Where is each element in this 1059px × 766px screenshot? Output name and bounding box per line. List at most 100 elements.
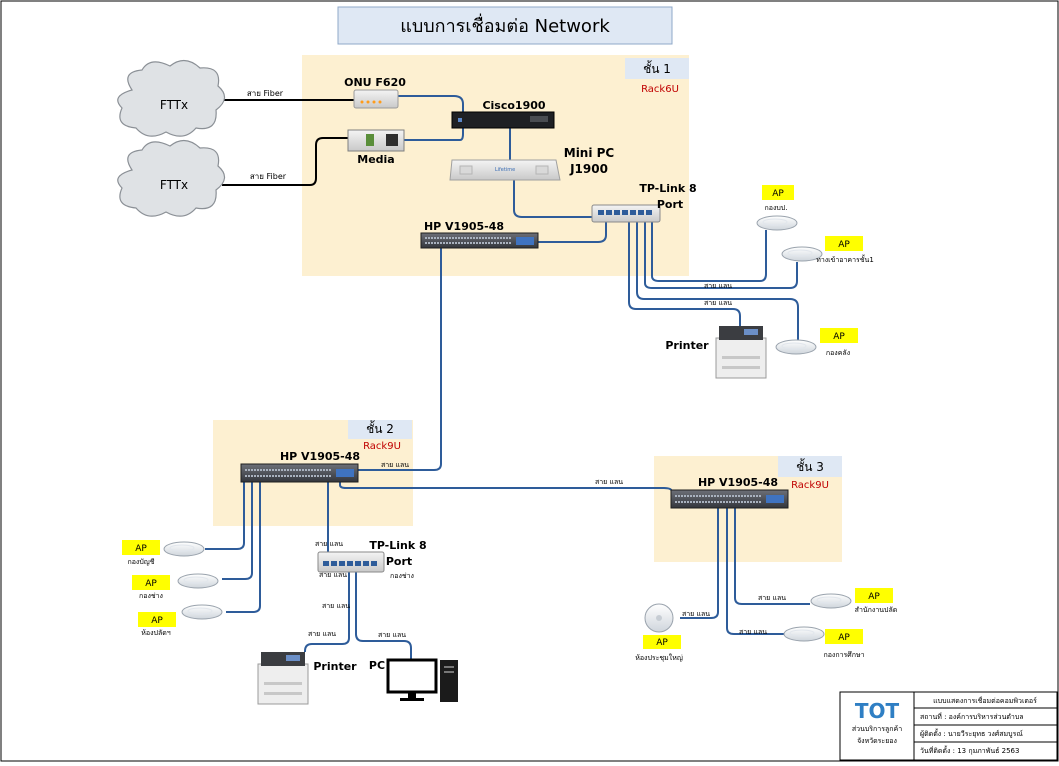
ap-device-a1 — [756, 215, 798, 231]
onu-cisco-cable — [398, 95, 464, 112]
media-cisco-cable — [404, 128, 464, 141]
ap-device-a6 — [181, 604, 223, 620]
lan-label-8: สาย แลน — [308, 630, 336, 638]
minipc-label-1: Mini PC — [564, 146, 615, 160]
info-row-3: ผู้ติดตั้ง : นายวีระยุทธ วงศ์สมบูรณ์ — [920, 727, 1023, 738]
ap-tag-a2-text: AP — [838, 240, 850, 250]
pc-device — [386, 658, 458, 702]
fttx-label-2: FTTx — [160, 178, 188, 192]
floor2-label: ชั้น 2 — [366, 420, 394, 436]
floor1-tag — [625, 58, 689, 79]
lan-label-10: สาย แลน — [682, 610, 710, 618]
info-block: TOT ส่วนบริการลูกค้า จังหวัดระยอง แบบแสด… — [839, 691, 1058, 761]
ap-device-a4 — [163, 541, 205, 557]
company-name-2: จังหวัดระยอง — [857, 737, 897, 745]
lan-label-2: สาย แลน — [704, 299, 732, 307]
mini-pc: Lifetime — [449, 159, 561, 181]
printer-2-label: Printer — [313, 660, 357, 673]
ap-tag-a2 — [825, 236, 863, 251]
svg-text:Lifetime: Lifetime — [495, 167, 515, 173]
fiber-label-1: สาย Fiber — [247, 89, 284, 98]
ap-device-a7 — [644, 603, 674, 633]
ap-tag-a8-text: AP — [868, 592, 880, 602]
hp2-ap-a4-cable — [205, 482, 245, 550]
tplink2-label-2: Port — [386, 555, 412, 568]
floor1-label: ชั้น 1 — [643, 60, 671, 76]
hp1-hp2-cable — [358, 248, 442, 471]
hp1-tplink-cable — [538, 222, 607, 243]
printer-2-device — [257, 651, 309, 705]
hp2-label: HP V1905-48 — [280, 450, 360, 463]
lan-label-5: สาย แลน — [315, 540, 343, 548]
ap-tag-a1-text: AP — [772, 189, 784, 199]
hp-switch-3 — [670, 489, 789, 509]
ap-tag-a4-text: AP — [135, 544, 147, 554]
lan-label-11: สาย แลน — [758, 594, 786, 602]
fiber-cable-2 — [222, 137, 348, 186]
ap-tag-a6-text: AP — [151, 616, 163, 626]
info-row-4: วันที่ติดตั้ง : 13 กุมภาพันธ์ 2563 — [920, 744, 1019, 755]
printer-1-label: Printer — [665, 339, 709, 352]
tplink1-label-2: Port — [657, 198, 683, 211]
tplink-switch-1 — [591, 204, 661, 223]
printer-1-device — [715, 325, 767, 379]
hp3-label: HP V1905-48 — [698, 476, 778, 489]
ap-name-a8: สำนักงานปลัด — [855, 606, 898, 614]
tplink-switch-2 — [317, 551, 385, 573]
hp3-ap-a8-cable — [734, 508, 810, 605]
ap-tag-a3 — [820, 328, 858, 343]
ap-tag-a1 — [762, 185, 794, 200]
ap-name-a1: กองบป. — [765, 204, 788, 212]
ap-tag-a7 — [643, 635, 681, 649]
ap-tag-a3-text: AP — [833, 332, 845, 342]
tplink-ap-a1-cable — [651, 222, 767, 282]
tplink2-printer-cable — [304, 572, 350, 652]
lan-label-6: สาย แลน — [319, 571, 347, 579]
lan-label-7: สาย แลน — [322, 602, 350, 610]
ap-name-a6: ห้องปลัดฯ — [141, 629, 171, 637]
hp3-ap-a7-cable — [680, 508, 719, 619]
floor1-rack: Rack6U — [641, 84, 679, 95]
tplink2-label-1: TP-Link 8 — [369, 539, 426, 552]
ap-device-a9 — [783, 626, 825, 642]
fiber-label-2: สาย Fiber — [250, 172, 287, 181]
ap-name-a4: กองบัญชี — [127, 558, 154, 566]
fttx-cloud-2: FTTx — [117, 139, 226, 217]
fttx-cloud-1: FTTx — [117, 59, 226, 137]
info-row-2: สถานที่ : องค์การบริหารส่วนตำบล — [920, 712, 1024, 721]
hp3-ap-a9-cable — [726, 508, 784, 635]
ap-tag-a5-text: AP — [145, 579, 157, 589]
lan-label-9: สาย แลน — [378, 631, 406, 639]
title-box — [337, 6, 673, 45]
diagram-title: แบบการเชื่อมต่อ Network — [400, 13, 610, 37]
onu-device — [353, 89, 399, 109]
ap-name-a5: กองช่าง — [139, 592, 163, 600]
cisco-label: Cisco1900 — [482, 99, 545, 112]
lan-label-12: สาย แลน — [739, 628, 767, 636]
media-converter — [347, 129, 405, 152]
ap-tag-a5 — [132, 575, 170, 590]
floor3-tag — [778, 456, 842, 477]
tplink-ap-a3-cable — [636, 222, 799, 340]
tplink-printer-cable — [628, 222, 741, 326]
ap-name-a3: กองคลัง — [826, 349, 850, 357]
tplink-ap-a2-cable — [644, 222, 798, 289]
info-row-1: แบบแสดงการเชื่อมต่อคอมพิวเตอร์ — [933, 696, 1037, 705]
pc-label: PC — [369, 659, 385, 672]
company-name-1: ส่วนบริการลูกค้า — [852, 725, 902, 733]
lan-label-4: สาย แลน — [595, 478, 623, 486]
tplink1-label-1: TP-Link 8 — [639, 182, 696, 195]
ap-tag-a8 — [855, 588, 893, 603]
hp2-ap-a5-cable — [222, 482, 253, 580]
ap-tag-a7-text: AP — [656, 638, 668, 648]
ap-tag-a6 — [138, 612, 176, 627]
ap-name-a7: ห้องประชุมใหญ่ — [635, 653, 683, 662]
floor2-rack: Rack9U — [363, 441, 401, 452]
tplink2-pc-cable — [355, 572, 412, 660]
onu-label: ONU F620 — [344, 76, 406, 89]
minipc-tplink-cable — [513, 180, 592, 218]
lan-label-3: สาย แลน — [381, 461, 409, 469]
fttx-label-1: FTTx — [160, 98, 188, 112]
